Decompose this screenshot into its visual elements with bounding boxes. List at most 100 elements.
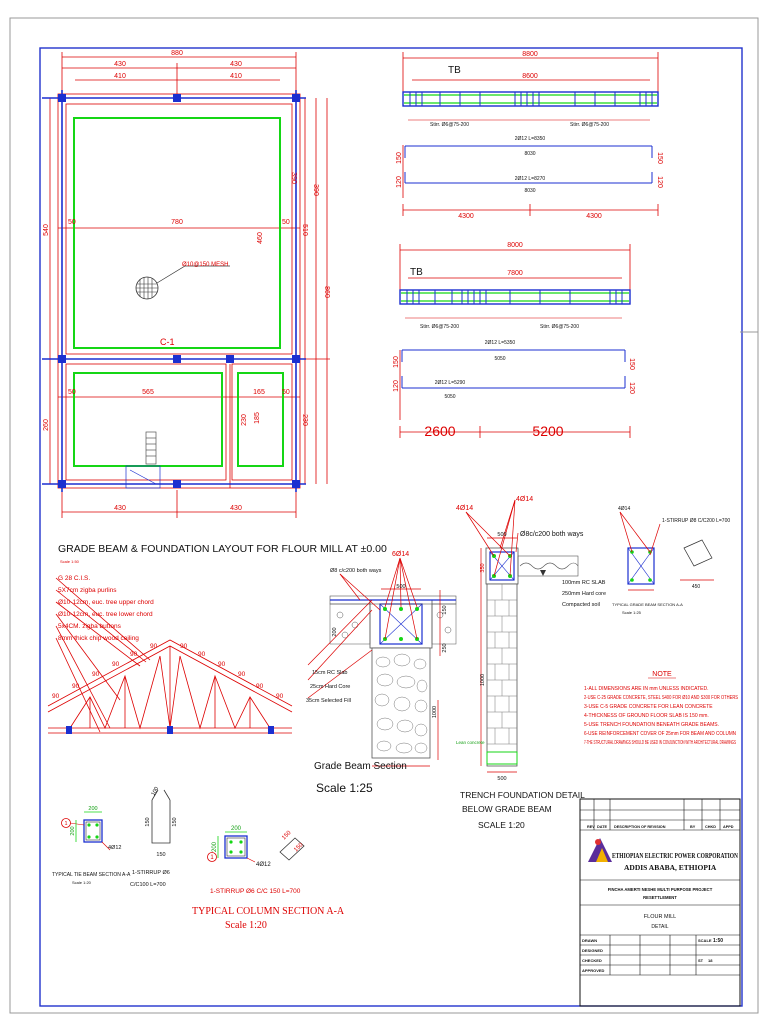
column-scale: Scale 1:20: [225, 920, 267, 931]
roof-spacing-12: 90: [276, 693, 284, 700]
tb2-dim-inner: 7800: [507, 270, 523, 277]
tb1-h1-right: 150: [656, 152, 663, 164]
gb-h4: 1000: [432, 706, 438, 718]
tb1-bot-bar: 2Ø12 L=8270: [515, 176, 546, 182]
tb1-h2-right: 120: [656, 176, 663, 188]
trench-lean: Lean concrete: [456, 740, 485, 745]
gb-rebar-top: 6Ø14: [392, 551, 409, 558]
gb-h1: 150: [442, 605, 448, 614]
tb-scale-label: SCALE: [698, 938, 712, 943]
tb-company-1: ETHIOPIAN ELECTRIC POWER CORPORATION: [612, 851, 738, 860]
tb1-stirrup-right: Stirr. Ø6@75-200: [570, 122, 609, 128]
tb2-h1-right: 150: [628, 358, 635, 370]
roof-note-2: 5X7cm zigba purlins: [58, 587, 117, 594]
mesh-symbol: [135, 265, 230, 300]
tb-sheet-value: 18: [708, 958, 713, 963]
roof-note-1: G 28 C.I.S.: [58, 575, 90, 582]
plan-dim-margin-a: 50: [68, 219, 76, 226]
tb-project-2: RESETTLEMENT: [643, 895, 677, 900]
roof-spacing-5: 90: [130, 651, 138, 658]
plan-dim-right-2: 510: [301, 224, 308, 236]
sheet-outer-border: [9, 17, 759, 1014]
tgb-stirrup: 1-STIRRUP Ø8 C/C200 L=700: [662, 518, 730, 524]
tb-col-by: BY: [690, 825, 696, 829]
tb-drawing-2: DETAIL: [651, 924, 668, 930]
stirrup-len: 100: [151, 786, 161, 797]
plan-dim-margin-b: 50: [282, 219, 290, 226]
roof-spacing-8: 90: [198, 651, 206, 658]
stirrup-label-2: C/C100 L=700: [130, 882, 166, 888]
stirrup-w: 150: [172, 817, 178, 826]
gb-layer-1: 15cm RC Slab: [312, 670, 347, 676]
plan-scale: Scale 1:50: [60, 559, 80, 564]
roof-truss: G 28 C.I.S. 5X7cm zigba purlins Ø10-12cm…: [47, 575, 293, 734]
trench-layer-2: 250mm Hard core: [562, 591, 606, 597]
tb-col-chkd: CHKD: [705, 825, 716, 829]
title-block: REV DATE DESCRIPTION OF REVISION BY CHKD…: [579, 798, 741, 1007]
tb2-top-bar: 2Ø12 L=5350: [485, 340, 516, 346]
trench-h2: 1000: [480, 674, 486, 686]
column-marker: 1: [210, 855, 214, 861]
tb-drawing-1: FLOUR MILL: [644, 914, 676, 920]
tie-width: 200: [88, 806, 97, 812]
stair-symbol: [125, 431, 161, 489]
typical-grade-beam-section: 4Ø14 1-STIRRUP Ø8 C/C200 L=700 450 TYPIC…: [612, 506, 730, 615]
gb-layer-2: 25cm Hard Core: [310, 684, 350, 690]
stirrup-len-bottom: 150: [156, 852, 165, 858]
tb2-h1: 150: [393, 356, 400, 368]
trench-width-top: 500: [497, 532, 506, 538]
roof-spacing-9: 90: [218, 661, 226, 668]
roof-note-4: Ø10-12cm, euc. tree lower chord: [58, 611, 153, 618]
tie-rebar: 4Ø12: [108, 845, 121, 851]
plan-dim-right-5: 230: [301, 414, 308, 426]
tb1-dim-left: 4300: [458, 213, 474, 220]
roof-spacing-1: 90: [52, 693, 60, 700]
tb-col-appd: APPD: [723, 825, 734, 829]
trench-scale: SCALE 1:20: [478, 820, 525, 830]
general-notes: NOTE 1-ALL DIMENSIONS ARE IN mm UNLESS I…: [584, 671, 739, 746]
tie-scale: Scale 1:20: [72, 880, 92, 885]
plan-title: GRADE BEAM & FOUNDATION LAYOUT FOR FLOUR…: [58, 543, 387, 555]
column-height: 200: [212, 841, 218, 852]
tb-row-drawn: DRAWN: [582, 938, 597, 943]
plan-dim-right-6: 230: [241, 414, 248, 426]
trench-rebar-a: 4Ø14: [456, 505, 473, 512]
tb-scale-value: 1:50: [713, 938, 723, 944]
plan-dim-small-width: 165: [253, 389, 265, 396]
gb-h3: 250: [442, 643, 448, 652]
tie-beam-section: 1 200 200 4Ø12 TYPICAL TIE BEAM SECTION …: [52, 786, 178, 888]
trench-stirrup: Ø8c/c200 both ways: [520, 531, 584, 538]
tb2-label: TB: [410, 267, 423, 278]
trench-width-bot: 500: [497, 776, 506, 782]
trench-title-1: TRENCH FOUNDATION DETAIL: [460, 790, 585, 800]
tb1-h2: 120: [396, 176, 403, 188]
plan-dim-inner-right: 410: [230, 73, 242, 80]
notes-title: NOTE: [652, 671, 672, 678]
note-3: 3-USE C-5 GRADE CONCRETE FOR LEAN CONCRE…: [584, 704, 713, 710]
column-width: 200: [231, 826, 242, 832]
tb1-dim-right: 4300: [586, 213, 602, 220]
tb2-top-len: 5050: [494, 356, 505, 362]
trench-title-2: BELOW GRADE BEAM: [462, 804, 552, 814]
roof-spacing-10: 90: [238, 671, 246, 678]
tb2-stirrup-right: Stirr. Ø6@75-200: [540, 324, 579, 330]
plan-dim-top-left: 430: [114, 61, 126, 68]
plan-dim-right-1: 390: [290, 172, 297, 184]
plan-dim-right-3: 460: [257, 232, 264, 244]
foundation-plan: 880 430 430 410 410 430 430 780 565 165 …: [42, 50, 387, 564]
stirrup-h: 150: [145, 817, 151, 826]
plan-dim-top-right: 430: [230, 61, 242, 68]
plan-dim-bottom-left: 430: [114, 505, 126, 512]
note-4: 4-THICKNESS OF GROUND FLOOR SLAB IS 150 …: [584, 713, 709, 719]
tie-marker: 1: [64, 821, 67, 827]
gb-h2: 200: [332, 627, 338, 636]
tb-row-approved: APPROVED: [582, 968, 605, 973]
tie-beam-elevation-2: 8000 7800 150 120 150 120 2600 5200 TB S…: [393, 242, 635, 439]
tb-col-date: DATE: [597, 825, 608, 829]
roof-spacing-2: 90: [72, 683, 80, 690]
tb2-dim-left: 2600: [424, 423, 455, 439]
tb-col-rev: REV: [587, 825, 595, 829]
tgb-caption: TYPICAL GRADE BEAM SECTION A-A: [612, 602, 683, 607]
tb-company-2: ADDIS ABABA, ETHIOPIA: [624, 863, 717, 872]
